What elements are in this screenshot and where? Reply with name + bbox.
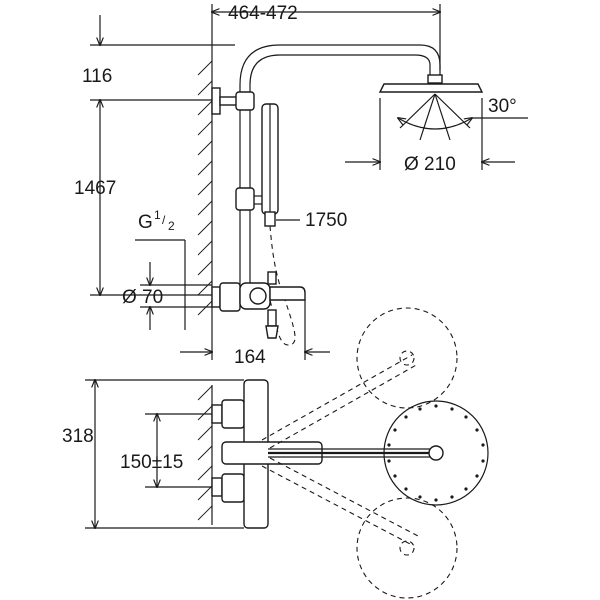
shower-head-plan: [383, 400, 489, 506]
dim-top-width: 464-472: [228, 3, 298, 24]
dim-pipe-diameter: Ø 70: [122, 287, 163, 308]
dim-head-diameter: Ø 210: [404, 154, 456, 175]
dim-thread-den: 2: [168, 219, 175, 233]
dim-head-angle: 30°: [488, 96, 517, 117]
shower-riser: [211, 44, 441, 290]
dim-arm-height: 116: [82, 66, 112, 87]
dimension-lines: [90, 4, 528, 360]
dim-inlet-spacing: 150±15: [120, 452, 183, 473]
dim-hand-hose: 1750: [305, 210, 347, 231]
wall-plan: [197, 385, 213, 525]
plan-dimension-lines: [85, 380, 244, 528]
dim-thread-num: 1: [154, 208, 161, 222]
swivel-arms: [261, 307, 458, 599]
dim-spout-reach: 164: [234, 347, 266, 368]
thermostat-plan: [211, 379, 435, 529]
overhead-shower: [378, 74, 484, 141]
thermostat-body: [211, 271, 306, 339]
svg-text:/: /: [162, 213, 166, 227]
wall-elevation: [197, 55, 213, 320]
dim-plan-depth: 318: [62, 426, 94, 447]
dim-thread: G: [138, 212, 153, 233]
dim-total-height: 1467: [74, 178, 116, 199]
